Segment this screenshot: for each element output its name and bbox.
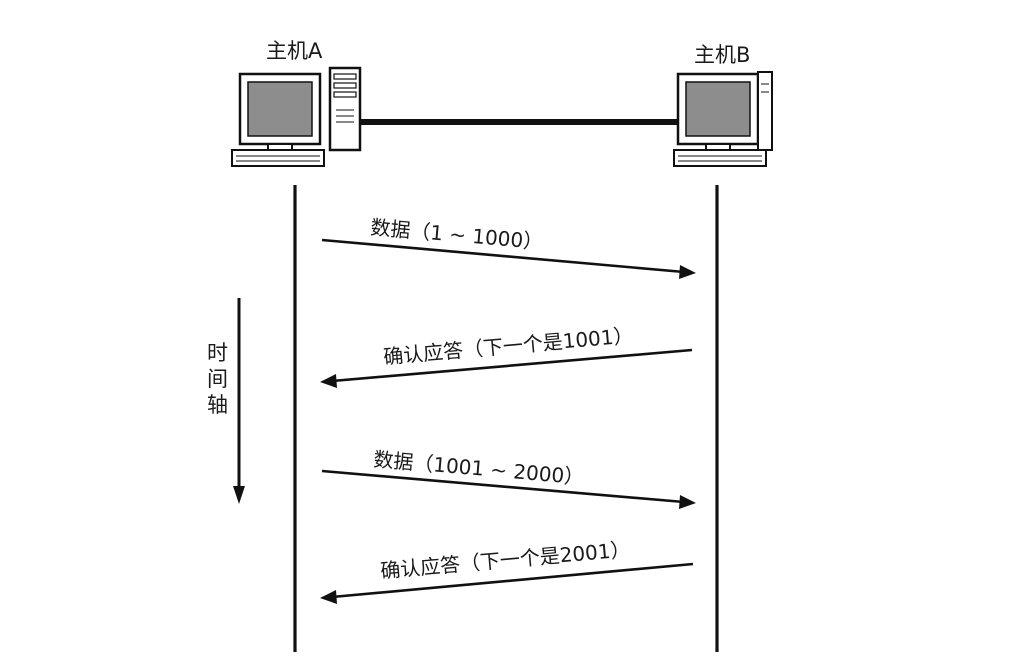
message-arrow bbox=[320, 562, 694, 604]
time-axis-label-char: 时 bbox=[207, 341, 228, 365]
message-label: 数据（1001 ~ 2000） bbox=[373, 447, 586, 489]
message-label: 确认应答（下一个是2001） bbox=[379, 537, 631, 583]
message-arrow bbox=[321, 469, 696, 509]
time-axis-label-char: 轴 bbox=[207, 393, 228, 417]
message-arrow bbox=[320, 348, 693, 388]
time-axis-label-char: 间 bbox=[207, 367, 228, 391]
host-a-label: 主机A bbox=[266, 39, 323, 63]
host-a-computer-icon bbox=[231, 66, 362, 167]
host-b-label: 主机B bbox=[694, 43, 750, 67]
host-b-computer-icon bbox=[673, 71, 773, 167]
time-axis-arrow bbox=[233, 298, 245, 504]
message-arrow bbox=[321, 238, 696, 279]
message-label: 确认应答（下一个是1001） bbox=[382, 323, 634, 369]
message-label: 数据（1 ~ 1000） bbox=[370, 215, 545, 254]
